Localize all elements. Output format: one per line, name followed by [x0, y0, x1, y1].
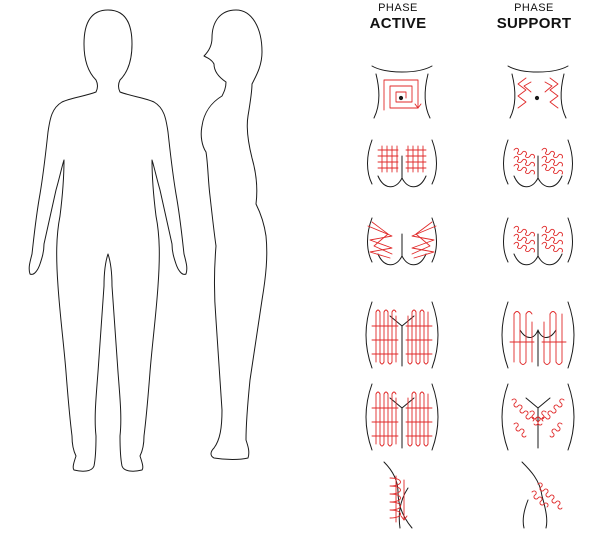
support-thighs-back-region [502, 302, 574, 368]
support-abdomen-pattern [518, 78, 558, 108]
front-body-figure [29, 10, 187, 471]
active-thighs-back-region [366, 302, 438, 368]
active-thighs-front-region [366, 384, 438, 450]
side-body-figure [201, 10, 267, 460]
active-buttocks-region [368, 140, 437, 187]
support-abdomen-region [508, 66, 568, 118]
active-hips-region [368, 218, 437, 265]
active-abdomen-pattern [384, 80, 421, 110]
support-arm-pattern [532, 483, 562, 509]
